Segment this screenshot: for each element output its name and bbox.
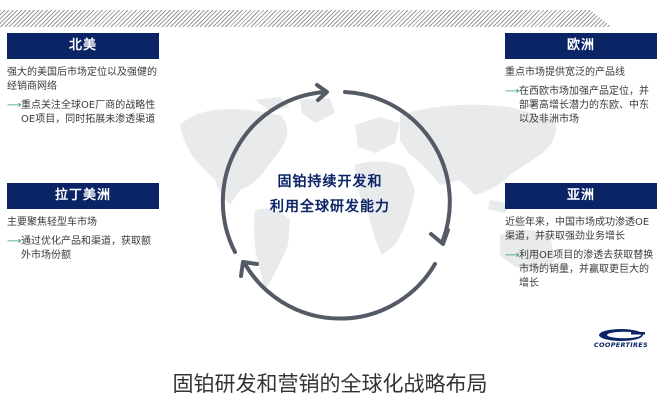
right-arrow-icon: ⟶ [7, 236, 22, 247]
center-caption-line1: 固铂持续开发和 [277, 174, 383, 190]
region-title: 亚洲 [505, 183, 657, 209]
region-bullet-text: 重点关注全球OE厂商的战略性OE项目，同时拓展未渗透渠道 [21, 100, 156, 125]
region-bullet: ⟶ 在西欧市场加强产品定位，并部署高增长潜力的东欧、中东以及非洲市场 [505, 85, 657, 127]
region-description: 重点市场提供宽泛的产品线 [505, 67, 625, 78]
region-title: 北美 [7, 33, 159, 59]
region-bullet-text: 利用OE项目的渗透去获取替换市场的销量，并赢取更巨大的增长 [519, 250, 654, 289]
region-description: 强大的美国后市场定位以及强健的经销商网络 [7, 67, 157, 92]
region-bullet: ⟶ 利用OE项目的渗透去获取替换市场的销量，并赢取更巨大的增长 [505, 249, 657, 291]
region-bullet: ⟶ 通过优化产品和渠道，获取额外市场份额 [7, 235, 159, 263]
right-arrow-icon: ⟶ [505, 86, 520, 97]
world-map-background [180, 97, 556, 290]
right-arrow-icon: ⟶ [505, 250, 520, 261]
cycle-arrows-diagram [220, 83, 452, 321]
center-caption: 固铂持续开发和 利用全球研发能力 [230, 170, 430, 220]
cooper-tires-logo: COOPERTIRES [585, 327, 657, 355]
region-card-europe: 欧洲 重点市场提供宽泛的产品线 ⟶ 在西欧市场加强产品定位，并部署高增长潜力的东… [505, 33, 657, 127]
decorative-hatch-band [0, 10, 612, 27]
region-bullet: ⟶ 重点关注全球OE厂商的战略性OE项目，同时拓展未渗透渠道 [7, 99, 159, 127]
region-card-asia: 亚洲 近些年来，中国市场成功渗透OE渠道，并获取强劲业务增长 ⟶ 利用OE项目的… [505, 183, 657, 291]
center-caption-line2: 利用全球研发能力 [270, 199, 390, 215]
cooper-swoosh-icon [599, 329, 645, 341]
region-description: 近些年来，中国市场成功渗透OE渠道，并获取强劲业务增长 [505, 217, 650, 242]
region-title: 欧洲 [505, 33, 657, 59]
region-title: 拉丁美洲 [7, 183, 159, 209]
region-bullet-text: 在西欧市场加强产品定位，并部署高增长潜力的东欧、中东以及非洲市场 [519, 86, 649, 125]
region-card-north-america: 北美 强大的美国后市场定位以及强健的经销商网络 ⟶ 重点关注全球OE厂商的战略性… [7, 33, 159, 127]
logo-wordmark: COOPERTIRES [593, 341, 649, 349]
right-arrow-icon: ⟶ [7, 100, 22, 111]
region-bullet-text: 通过优化产品和渠道，获取额外市场份额 [21, 236, 151, 261]
slide-title: 固铂研发和营销的全球化战略布局 [172, 372, 488, 396]
region-description: 主要聚焦轻型车市场 [7, 217, 97, 228]
region-card-latin-america: 拉丁美洲 主要聚焦轻型车市场 ⟶ 通过优化产品和渠道，获取额外市场份额 [7, 183, 159, 263]
